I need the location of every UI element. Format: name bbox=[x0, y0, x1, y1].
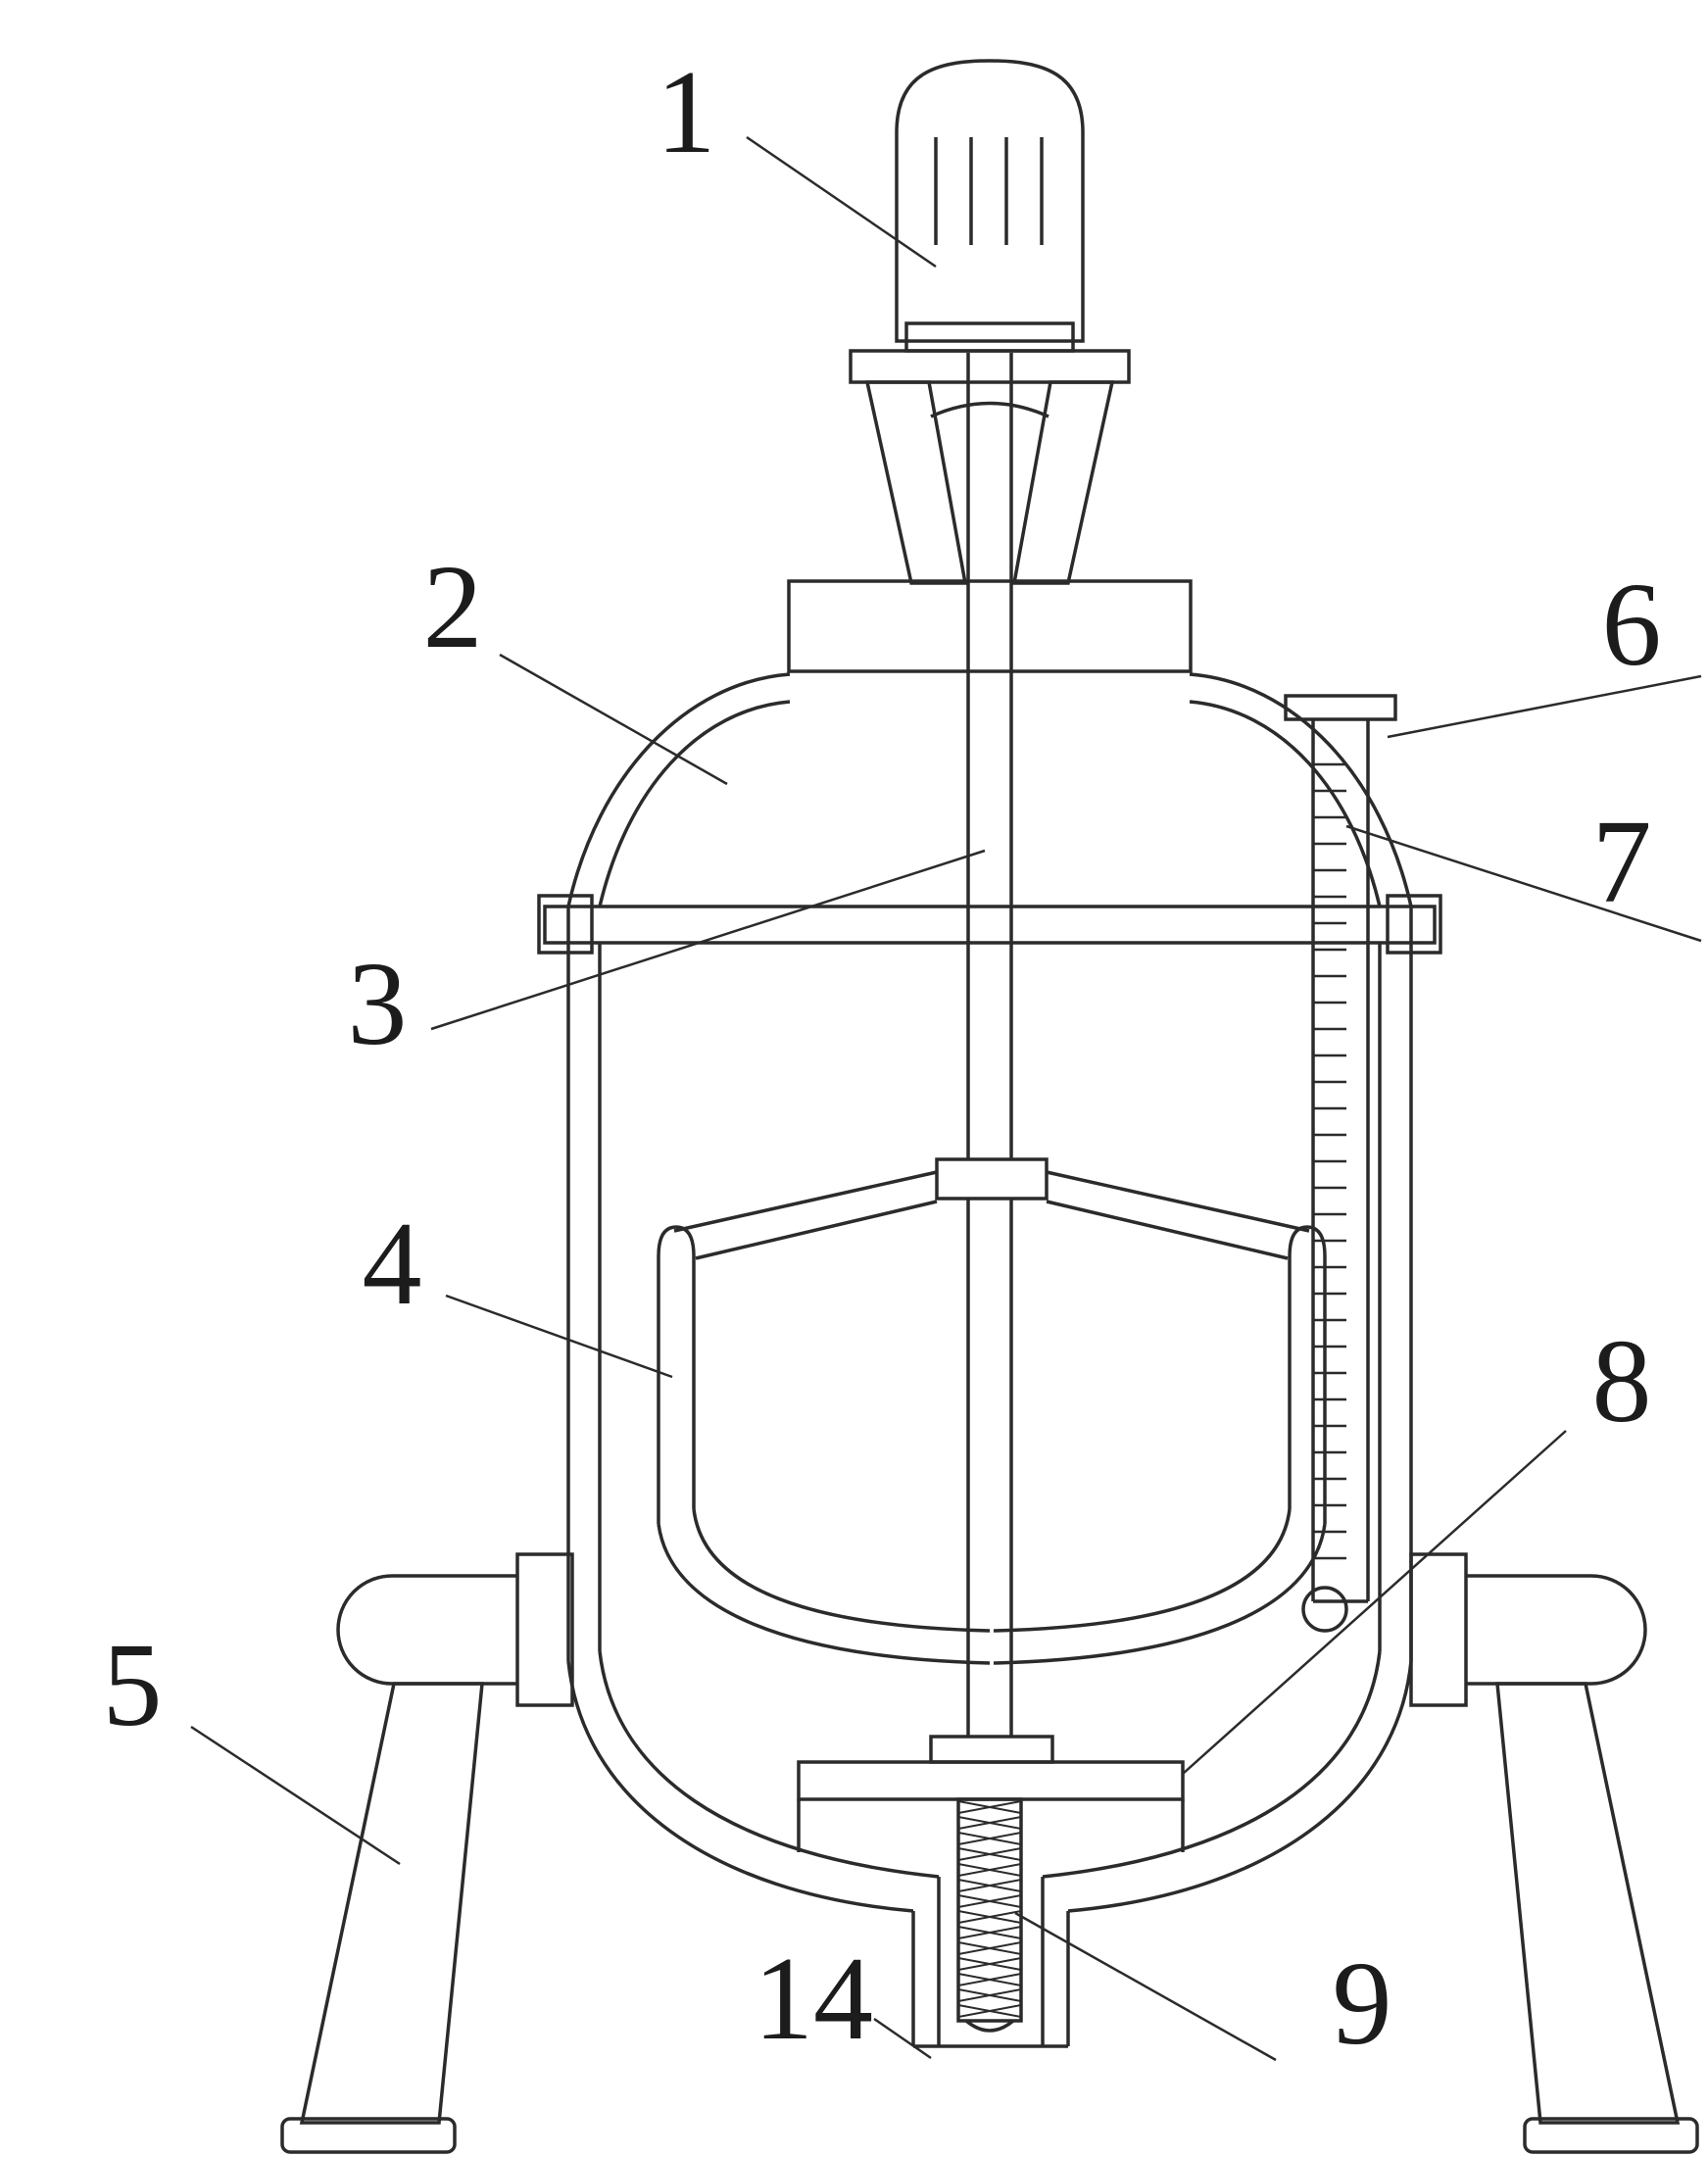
ref-label-5: 5 bbox=[103, 1619, 163, 1751]
stirrer-upright-cap-right bbox=[1288, 1225, 1327, 1257]
leader-line-4 bbox=[445, 1294, 673, 1379]
drawing bbox=[280, 59, 1699, 2154]
stand-arch bbox=[930, 401, 1049, 418]
reference-labels: 1 2 3 4 5 6 7 8 9 14 bbox=[103, 46, 1662, 2070]
leader-line-2 bbox=[499, 653, 728, 786]
level-gauge bbox=[1284, 694, 1397, 1633]
ref-label-2: 2 bbox=[423, 541, 483, 673]
gauge-scale-ticks bbox=[1313, 762, 1346, 1570]
motor-assembly bbox=[895, 59, 1085, 353]
motor-body bbox=[895, 59, 1085, 343]
leader-line-5 bbox=[190, 1725, 401, 1866]
bottom-inner-left bbox=[598, 1650, 940, 1879]
stand-leg-left bbox=[864, 380, 968, 585]
stirring-shaft bbox=[966, 353, 1013, 1737]
bottom-outer-right bbox=[1067, 1660, 1413, 1913]
leader-line-6 bbox=[1387, 674, 1702, 739]
stirrer-hub bbox=[935, 1157, 1049, 1201]
gauge-cap bbox=[1284, 694, 1397, 721]
motor-stand bbox=[849, 349, 1131, 585]
ref-label-3: 3 bbox=[348, 938, 408, 1070]
stirrer-arm-lower-left bbox=[695, 1200, 938, 1260]
flange-band bbox=[537, 894, 1442, 955]
leg-foot-left bbox=[280, 2117, 457, 2154]
flange-band-tab-left bbox=[537, 894, 594, 955]
support-leg-left bbox=[299, 1682, 484, 2125]
leader-line-14 bbox=[873, 2017, 932, 2060]
vessel-shell bbox=[566, 672, 1413, 1913]
stirrer-arm-upper-left bbox=[673, 1170, 938, 1233]
dome-outer-left bbox=[566, 672, 791, 907]
ref-label-6: 6 bbox=[1602, 559, 1662, 691]
stand-plate bbox=[849, 349, 1131, 384]
trunnion-plate-right bbox=[1409, 1552, 1468, 1707]
ref-label-7: 7 bbox=[1592, 796, 1652, 928]
discharge-screw bbox=[956, 1797, 1023, 2033]
dome-inner-left bbox=[598, 700, 791, 907]
leg-foot-right bbox=[1523, 2117, 1699, 2154]
ref-label-4: 4 bbox=[363, 1198, 422, 1330]
gauge-float-ball bbox=[1301, 1586, 1348, 1633]
ref-label-14: 14 bbox=[754, 1933, 873, 2065]
trunnion-left bbox=[336, 1574, 517, 1686]
leader-line-1 bbox=[746, 135, 937, 269]
stirrer-arm-upper-right bbox=[1046, 1170, 1310, 1233]
stirrer-blade-inner-right bbox=[993, 1508, 1292, 1633]
dome-outer-right bbox=[1189, 672, 1413, 907]
leader-lines bbox=[190, 135, 1702, 2062]
bottom-outlet-neck bbox=[911, 1877, 1070, 2048]
dome-inner-right bbox=[1189, 700, 1382, 907]
ref-label-8: 8 bbox=[1592, 1315, 1652, 1447]
stirrer-blade-outer-left bbox=[657, 1523, 991, 1665]
leader-line-7 bbox=[1345, 824, 1702, 943]
trunnion-plate-left bbox=[515, 1552, 574, 1707]
support-right bbox=[1409, 1552, 1699, 2154]
bottom-outer-left bbox=[566, 1660, 914, 1913]
motor-base-collar bbox=[904, 321, 1075, 353]
screw-threaded-rod bbox=[956, 1797, 1023, 2023]
bottom-inner-right bbox=[1042, 1650, 1382, 1879]
stand-leg-right bbox=[1011, 380, 1115, 585]
stirrer-blade-outer-right bbox=[993, 1523, 1327, 1665]
top-mounting-plate bbox=[787, 579, 1193, 673]
support-leg-right bbox=[1495, 1682, 1681, 2125]
shaft-bottom-flange bbox=[929, 1735, 1054, 1764]
screw-tip bbox=[964, 2019, 1015, 2033]
flange-band-tab-right bbox=[1386, 894, 1442, 955]
ref-label-1: 1 bbox=[657, 46, 716, 178]
flange-band-ring bbox=[543, 905, 1437, 945]
stirrer-arm-lower-right bbox=[1046, 1200, 1289, 1260]
stirrer-upright-cap-left bbox=[657, 1225, 696, 1257]
trunnion-right bbox=[1466, 1574, 1647, 1686]
leader-line-8 bbox=[1182, 1430, 1567, 1775]
leader-line-9 bbox=[1014, 1911, 1277, 2062]
ref-label-9: 9 bbox=[1333, 1937, 1392, 2070]
support-left bbox=[280, 1552, 574, 2154]
anchor-stirrer bbox=[657, 1157, 1327, 1665]
leader-line-3 bbox=[430, 849, 986, 1031]
bracket-bar bbox=[797, 1760, 1185, 1801]
stirrer-blade-inner-left bbox=[692, 1508, 991, 1633]
